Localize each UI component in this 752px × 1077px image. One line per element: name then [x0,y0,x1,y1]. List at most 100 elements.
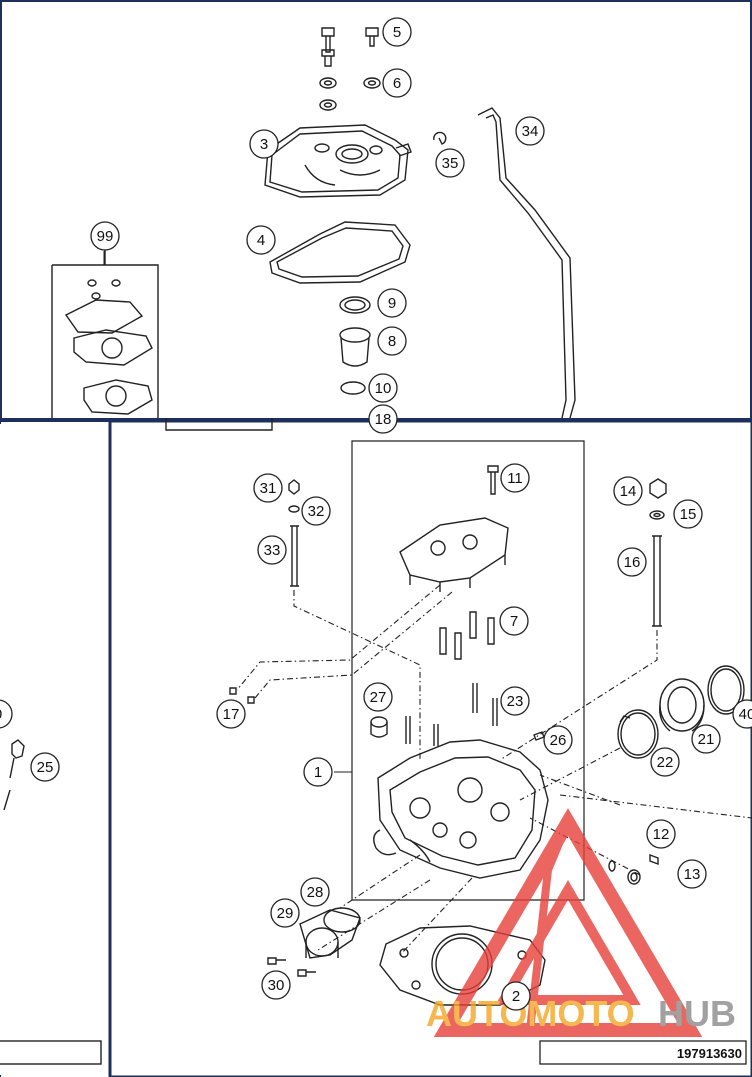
callout-number: 35 [442,155,459,172]
assembly-group-box [351,440,585,901]
reference-box-left [0,1040,102,1065]
callout-6: 6 [382,68,412,98]
callout-circle [650,747,680,777]
stud-icon [405,683,498,746]
callout-number: 17 [223,706,240,723]
leader-lines [236,584,752,956]
callout-number: 15 [680,506,697,523]
callout-circle [300,877,330,907]
top-panel-parts [51,27,576,431]
callout-number: 5 [393,24,401,41]
gasket-kit-box [51,250,273,431]
bolt-icon [229,687,255,704]
callout-circle [500,686,530,716]
stud-icon [652,535,662,627]
callout-number: 30 [268,977,285,994]
callout-27: 27 [363,682,393,712]
callout-99: 99 [90,221,120,251]
fitting-icon [370,716,388,738]
callout-number: 32 [308,503,325,520]
callout-17: 17 [216,699,246,729]
bolt-icon [267,957,316,977]
callout-number: 22 [657,754,674,771]
callout-circle [515,116,545,146]
callout-number: 31 [260,480,277,497]
callout-28: 28 [300,877,330,907]
callout-number: 11 [507,470,523,487]
callout-13: 13 [677,859,707,889]
cam-bridge-icon [399,517,509,592]
callout-number: 7 [510,613,518,630]
callout-circle [677,859,707,889]
callout-number: 33 [264,542,281,559]
callout-number: 23 [507,693,524,710]
sensor-icon [3,739,25,811]
callout-number: 13 [684,866,701,883]
nut-icon [649,478,667,499]
callout-circle [216,699,246,729]
callout-circle [257,535,287,565]
plug-icon [627,869,641,885]
callout-1: 1 [303,757,333,787]
callout-32: 32 [301,496,331,526]
callout-number: 27 [370,689,387,706]
callout-9: 9 [377,288,407,318]
washer-icon [649,510,665,520]
main-panel-parts [229,440,745,1006]
callout-number: 21 [698,731,715,748]
callout-number: 34 [522,123,539,140]
callout-number: 16 [624,554,641,571]
stud-icon [290,525,299,587]
callout-circle [500,463,530,493]
callout-10: 10 [368,373,398,403]
callout-number: 29 [277,905,294,922]
callout-7: 7 [499,606,529,636]
callout-4: 4 [246,225,276,255]
callout-circle [377,288,407,318]
callout-number: 3 [260,136,268,153]
left-panel-parts [0,739,102,1065]
washer-icon [319,77,381,111]
callout-14: 14 [613,476,643,506]
callout-circle [732,699,752,729]
callout-40: 40 [732,699,752,729]
intake-boot-icon [617,665,745,759]
callout-circle [673,499,703,529]
callout-number: 40 [739,706,752,723]
callout-circle [0,699,13,729]
callout-circle [303,757,333,787]
callout-circle [613,476,643,506]
bolt-icon [487,465,499,495]
o-ring-icon [340,381,366,395]
callout-31: 31 [253,473,283,503]
callout-circle [646,819,676,849]
callout-number: 26 [550,732,567,749]
callout-circle [382,68,412,98]
callout-16: 16 [617,547,647,577]
callout-2: 2 [501,981,531,1011]
callout-number: 99 [97,228,114,245]
cover-gasket-icon [269,221,411,284]
callout-number: 14 [620,483,637,500]
callout-number: 28 [307,884,324,901]
washer-icon [288,505,300,513]
callout-number: 6 [393,75,401,92]
callout-circle [363,682,393,712]
callout-circle [270,898,300,928]
callout-30: 30 [261,970,291,1000]
callout-number: 2 [512,988,520,1005]
callout-circle [90,221,120,251]
callout-29: 29 [270,898,300,928]
callout-circle [368,404,398,434]
callout-number: 4 [257,232,265,249]
callout-circle [543,725,573,755]
bolt-icon [321,27,379,67]
watermark-text-part1: AUTOMOTO [426,993,635,1034]
clip-icon [433,131,447,145]
callout-number: 1 [314,764,322,781]
callout-number: 9 [388,295,396,312]
callout-12: 12 [646,819,676,849]
callout-number: 18 [375,411,392,428]
callout-number: 12 [653,826,670,843]
